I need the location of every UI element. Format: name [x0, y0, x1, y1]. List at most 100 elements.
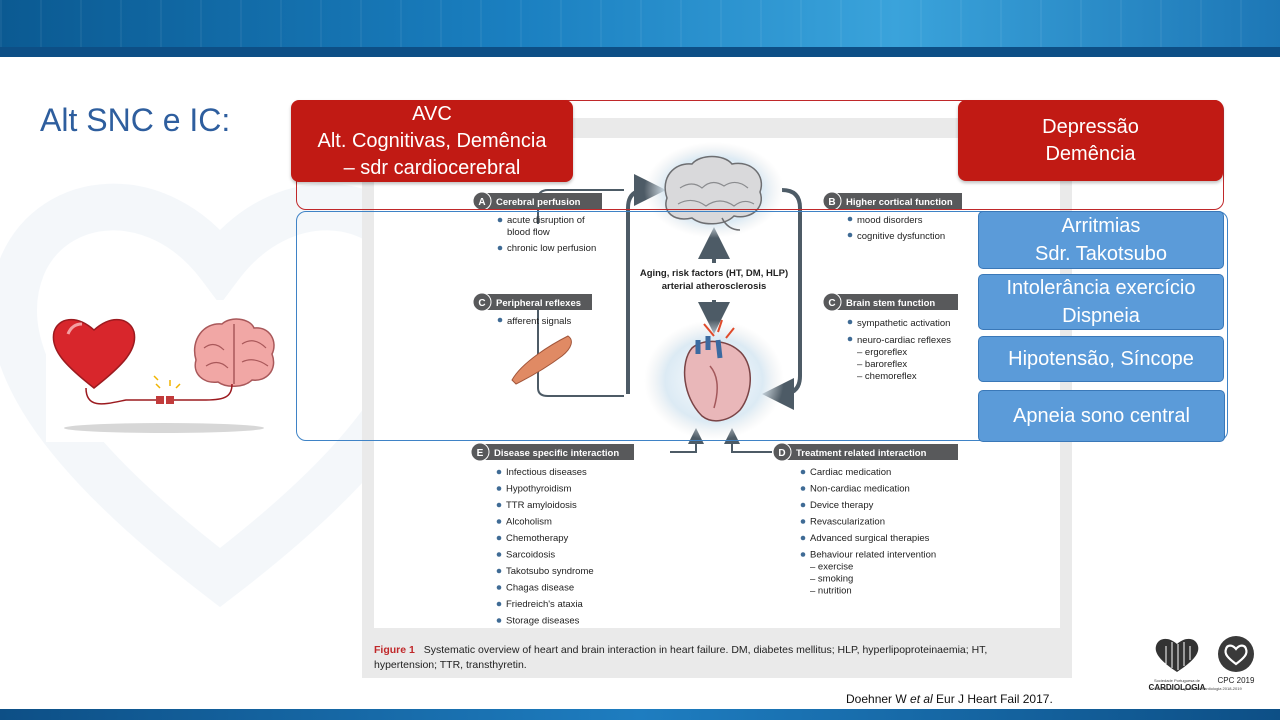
- heart-brain-illustration: [46, 300, 282, 442]
- section-d-item-6: Behaviour related intervention: [810, 550, 936, 561]
- spc-logo-big: CARDIOLOGIA: [1148, 683, 1206, 692]
- section-e-bullet: [496, 469, 502, 475]
- copyright-text: © Sociedade Portuguesa de Cardiologia 20…: [1150, 686, 1242, 691]
- section-a-item-1b: blood flow: [507, 227, 550, 238]
- section-d-title: Treatment related interaction: [796, 448, 927, 459]
- section-d-letter: D: [778, 448, 785, 459]
- section-e-bullet: [496, 486, 502, 491]
- section-c-brainstem: C Brain stem function sympathetic activa…: [822, 292, 958, 382]
- connector-c: [537, 308, 624, 397]
- section-a: A Cerebral perfusion acute disruption of…: [472, 191, 602, 254]
- section-e-item-2: Hypothyroidism: [506, 484, 572, 495]
- section-e-item-8: Chagas disease: [506, 583, 574, 594]
- section-c2-item-5: – chemoreflex: [857, 371, 917, 382]
- section-d: D Treatment related interaction Cardiac …: [772, 442, 958, 597]
- section-a-letter: A: [478, 197, 485, 208]
- bottom-banner: [0, 709, 1280, 720]
- section-d-bullet: [800, 469, 806, 475]
- slide-title: Alt SNC e IC:: [40, 102, 231, 138]
- heart-brain-clipart: [52, 318, 275, 433]
- figure-caption-text: Systematic overview of heart and brain i…: [424, 644, 988, 656]
- section-c2-item-1: sympathetic activation: [857, 318, 950, 329]
- connector-d: [724, 428, 772, 453]
- section-d-item-3: Device therapy: [810, 500, 874, 511]
- callout-arritmias-line1: Arritmias: [1061, 215, 1141, 237]
- spc-logo: Sociedade Portuguesa de CARDIOLOGIA: [1149, 634, 1205, 694]
- banner-stripe: [0, 47, 1280, 57]
- callout-intolerancia-line1: Intolerância exercício: [1006, 277, 1196, 299]
- section-a-item-2: chronic low perfusion: [507, 243, 596, 254]
- section-c2-item-3: – ergoreflex: [857, 347, 907, 358]
- spark-icon: [153, 375, 181, 389]
- citation: Doehner W et al Eur J Heart Fail 2017.: [846, 692, 1053, 706]
- section-d-item-7: – exercise: [810, 562, 853, 573]
- section-c2-item-4: – baroreflex: [857, 359, 907, 370]
- section-d-bullet: [800, 535, 806, 541]
- cpc-logo-label: CPC 2019: [1217, 676, 1255, 685]
- callout-depressao-line1: Depressão: [1042, 115, 1139, 138]
- blue-overlay-frame: [296, 211, 1228, 441]
- brain-icon: [193, 318, 275, 387]
- section-a-item-1: acute disruption of: [507, 215, 585, 226]
- section-b-letter: B: [828, 197, 835, 208]
- spc-logo-small: Sociedade Portuguesa de: [1153, 678, 1201, 683]
- section-d-bullet: [800, 519, 806, 524]
- section-e-bullet: [496, 601, 502, 607]
- citation-journal: Eur J Heart Fail 2017.: [932, 692, 1053, 706]
- section-e-item-4: Alcoholism: [506, 517, 552, 528]
- section-c1-item-1: afferent signals: [507, 316, 572, 327]
- section-d-bullet: [800, 502, 806, 508]
- section-d-bullet: [800, 552, 806, 557]
- callout-hipotensao-line1: Hipotensão, Síncope: [1008, 348, 1194, 370]
- section-c1-title: Peripheral reflexes: [496, 298, 581, 309]
- section-e-bullet: [496, 502, 502, 508]
- section-c2-letter: C: [828, 298, 835, 309]
- section-e-bullet: [496, 585, 502, 590]
- callout-avc: AVC Alt. Cognitivas, Demência – sdr card…: [291, 100, 573, 182]
- callout-apneia: Apneia sono central: [978, 390, 1225, 442]
- callout-avc-line2: Alt. Cognitivas, Demência: [317, 129, 547, 152]
- figure-caption-line1: Figure 1 Systematic overview of heart an…: [374, 644, 987, 656]
- heart-icon: [52, 319, 136, 389]
- callout-arritmias: Arritmias Sdr. Takotsubo: [978, 211, 1224, 269]
- figure-caption-label: Figure 1: [374, 644, 415, 656]
- center-text-line1: Aging, risk factors (HT, DM, HLP): [640, 268, 788, 279]
- callout-avc-line3: – sdr cardiocerebral: [343, 156, 521, 179]
- section-e-item-10: Storage diseases: [506, 616, 580, 627]
- heart-illustration: [683, 319, 751, 422]
- section-e-bullet: [496, 552, 502, 557]
- section-c2-item-2: neuro-cardiac reflexes: [857, 335, 951, 346]
- section-d-item-9: – nutrition: [810, 586, 852, 597]
- arrow-loop-right: [762, 188, 802, 410]
- section-e-bullet: [496, 535, 502, 541]
- section-c-peripheral: C Peripheral reflexes afferent signals: [472, 292, 592, 385]
- callout-depressao-line2: Demência: [1045, 142, 1136, 165]
- section-d-item-1: Cardiac medication: [810, 467, 891, 478]
- citation-authors: Doehner W: [846, 692, 911, 706]
- callout-depressao: Depressão Demência: [958, 100, 1223, 181]
- section-a-title: Cerebral perfusion: [496, 197, 581, 208]
- cpc-logo: CPC 2019: [1214, 634, 1258, 694]
- section-e-item-7: Takotsubo syndrome: [506, 566, 594, 577]
- section-e: E Disease specific interaction Infectiou…: [470, 442, 634, 627]
- section-d-bullet: [800, 486, 806, 491]
- spc-logo-icon: [1155, 638, 1199, 672]
- section-c1-letter: C: [478, 298, 485, 309]
- callout-apneia-line1: Apneia sono central: [1013, 405, 1190, 427]
- section-c2-title: Brain stem function: [846, 298, 935, 309]
- callout-intolerancia-line2: Dispneia: [1062, 305, 1140, 327]
- section-e-bullet: [496, 618, 502, 623]
- muscle-illustration: [511, 335, 572, 385]
- callout-intolerancia: Intolerância exercício Dispneia: [978, 274, 1224, 330]
- section-e-item-3: TTR amyloidosis: [506, 500, 577, 511]
- section-e-item-1: Infectious diseases: [506, 467, 587, 478]
- figure-caption-line2: hypertension; TTR, transthyretin.: [374, 659, 527, 671]
- citation-etal: et al: [910, 692, 933, 706]
- callout-arritmias-line2: Sdr. Takotsubo: [1035, 243, 1167, 265]
- callout-avc-line1: AVC: [412, 102, 452, 125]
- section-b-title: Higher cortical function: [846, 197, 953, 208]
- section-d-item-4: Revascularization: [810, 517, 885, 528]
- section-e-title: Disease specific interaction: [494, 448, 619, 459]
- section-b-item-1: mood disorders: [857, 215, 923, 226]
- section-b: B Higher cortical function mood disorder…: [822, 191, 962, 242]
